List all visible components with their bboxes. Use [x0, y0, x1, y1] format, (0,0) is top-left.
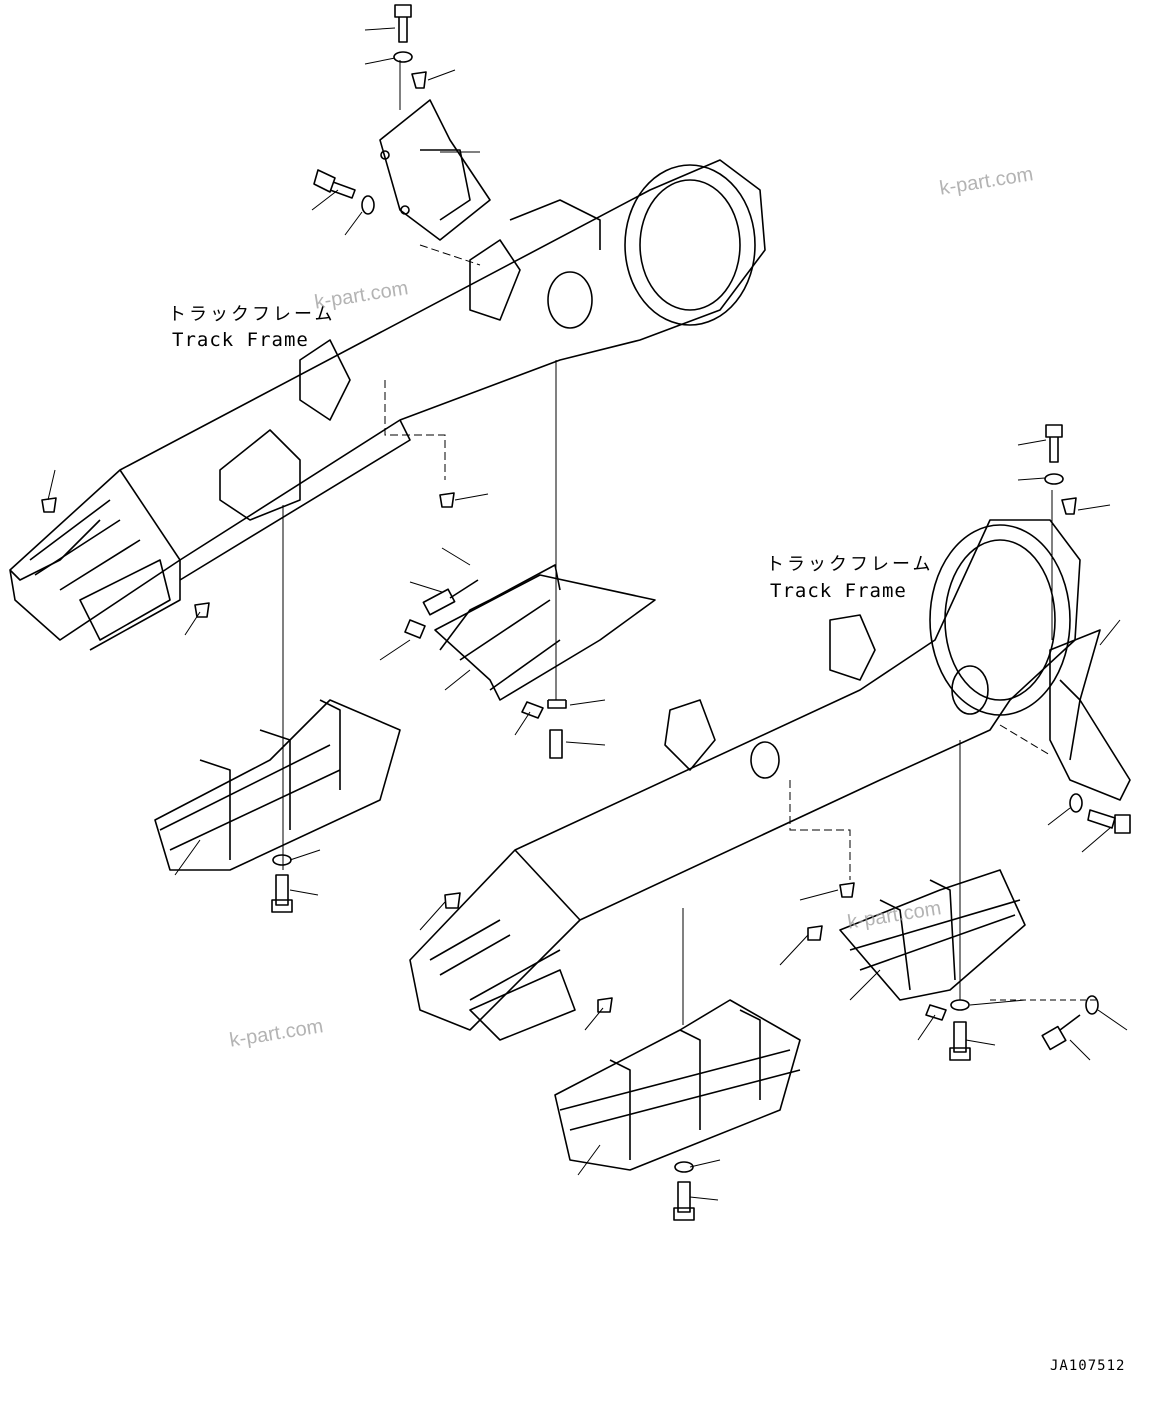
- guard-upper-right: [807, 869, 1099, 1061]
- track-frame-left-label-en: Track Frame: [172, 329, 309, 351]
- mount-bracket-left: [379, 99, 491, 241]
- bolt-side-right: [1069, 793, 1131, 834]
- track-frame-right-label-en: Track Frame: [770, 580, 907, 602]
- bolt-top-right: [1044, 424, 1077, 515]
- track-frame-right: [409, 519, 1081, 1041]
- track-frame-left-label-jp: トラックフレーム: [168, 304, 336, 325]
- guard-lower-right: [444, 892, 801, 1221]
- track-frame-right-label-jp: トラックフレーム: [766, 554, 934, 575]
- guard-upper: [404, 564, 656, 759]
- drawing-code: JA107512: [1050, 1358, 1126, 1374]
- guard-lower-left: [154, 699, 401, 913]
- leader-lines: [47, 27, 1128, 1201]
- bolt-side-left: [313, 169, 375, 215]
- bolt-top-left: [393, 4, 427, 89]
- track-frame-left: [9, 159, 766, 651]
- mount-bracket-right: [1049, 629, 1131, 801]
